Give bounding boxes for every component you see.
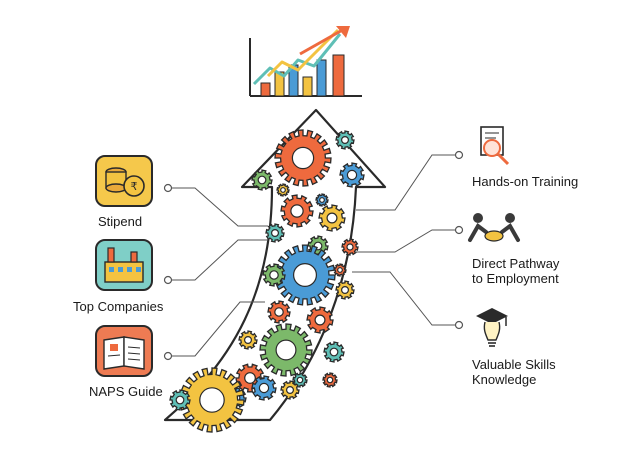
gear-hub-13 xyxy=(314,314,326,326)
right-connectors xyxy=(352,154,455,326)
gear-hub-8 xyxy=(346,243,354,251)
magnifier-document-icon xyxy=(480,126,510,166)
right-connector-dots xyxy=(454,150,464,330)
gear-hub-21 xyxy=(286,386,295,395)
stipend-icon-box: ₹ xyxy=(95,155,153,207)
gear-cluster xyxy=(169,129,365,433)
left-connector-dots xyxy=(163,183,173,361)
gear-hub-22 xyxy=(175,395,185,405)
gear-hub-2 xyxy=(341,136,350,145)
gear-hub-9 xyxy=(293,263,318,288)
naps-guide-icon-box xyxy=(95,325,153,377)
svg-text:₹: ₹ xyxy=(131,180,138,193)
left-connectors xyxy=(172,187,268,357)
gear-hub-6 xyxy=(271,229,280,238)
valuable-skills-label: Valuable Skills Knowledge xyxy=(472,357,556,387)
handshake-icon xyxy=(468,213,520,242)
gear-hub-11 xyxy=(269,270,279,280)
gear-hub-15 xyxy=(329,347,339,357)
gear-hub-20 xyxy=(258,382,270,394)
gear-hub-25 xyxy=(337,267,343,273)
graduation-lightbulb-icon xyxy=(476,308,508,347)
gear-hub-3 xyxy=(346,169,358,181)
growth-chart-icon xyxy=(249,26,362,97)
gear-hub-14 xyxy=(275,339,297,361)
gear-hub-16 xyxy=(244,336,253,345)
hands-on-training-label: Hands-on Training xyxy=(472,174,579,189)
stipend-label: Stipend xyxy=(98,214,143,229)
gear-hub-17 xyxy=(244,372,256,384)
gear-hub-23 xyxy=(319,197,325,203)
gear-hub-1 xyxy=(257,175,267,185)
gear-hub-19 xyxy=(199,387,225,413)
naps-guide-label: NAPS Guide xyxy=(89,384,163,399)
top-companies-icon-box xyxy=(95,239,153,291)
gear-hub-4 xyxy=(290,204,304,218)
direct-pathway-label: Direct Pathway to Employment xyxy=(472,256,560,286)
gear-hub-12 xyxy=(274,307,284,317)
gear-hub-10 xyxy=(341,286,350,295)
gear-hub-0 xyxy=(291,146,315,170)
gear-hub-24 xyxy=(280,187,286,193)
gear-hub-5 xyxy=(326,212,338,224)
gear-hub-26 xyxy=(296,376,304,384)
gear-hub-27 xyxy=(326,376,334,384)
top-companies-label: Top Companies xyxy=(73,299,164,314)
